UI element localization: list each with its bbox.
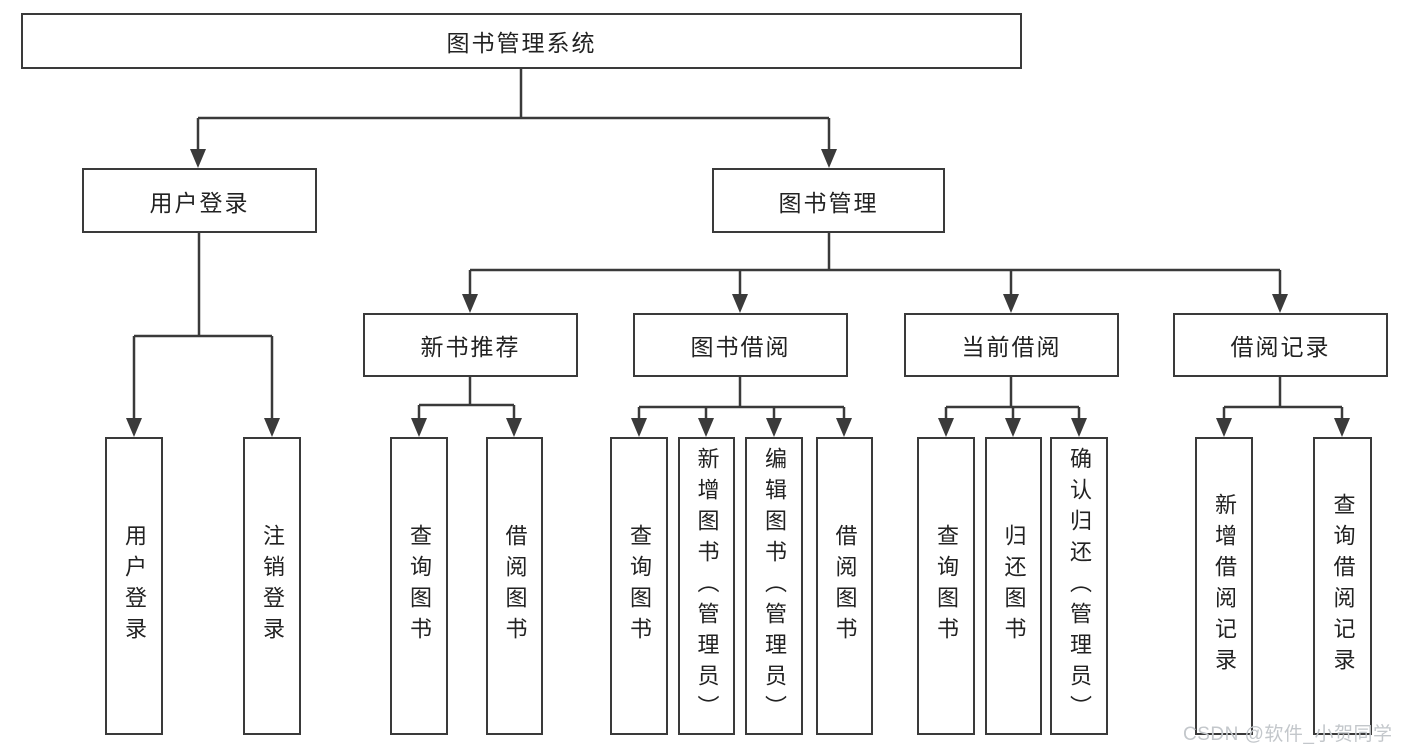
leaf-return-books: 归还图书 (985, 437, 1042, 735)
leaf-borrow-books-recommend: 借阅图书 (486, 437, 543, 735)
node-label: 查询图书 (627, 524, 652, 648)
leaf-edit-books-admin: 编辑图书（管理员） (745, 437, 803, 735)
leaf-query-books-recommend: 查询图书 (390, 437, 448, 735)
leaf-add-books-admin: 新增图书（管理员） (678, 437, 735, 735)
node-label: 借阅图书 (832, 524, 858, 648)
connector-paths (132, 68, 1344, 420)
node-current-borrowing: 当前借阅 (904, 313, 1119, 377)
node-book-borrowing: 图书借阅 (633, 313, 848, 377)
node-label: 归还图书 (1001, 524, 1027, 648)
node-label: 图书管理 (778, 189, 879, 216)
leaf-query-borrow-record: 查询借阅记录 (1313, 437, 1372, 735)
node-label: 新书推荐 (420, 334, 521, 360)
node-label: 借阅图书 (502, 524, 528, 648)
node-new-book-recommendation: 新书推荐 (363, 313, 578, 377)
node-label: 注销登录 (260, 524, 285, 648)
leaf-add-borrow-record: 新增借阅记录 (1195, 437, 1253, 735)
leaf-confirm-return-admin: 确认归还（管理员） (1050, 437, 1108, 735)
leaf-logout: 注销登录 (243, 437, 301, 735)
node-label: 新增图书（管理员） (694, 446, 720, 726)
node-label: 确认归还（管理员） (1067, 446, 1092, 726)
csdn-watermark: CSDN @软件_小贺同学 (1183, 724, 1393, 745)
leaf-query-books-current: 查询图书 (917, 437, 975, 735)
node-label: 图书借阅 (690, 334, 791, 360)
node-label: 新增借阅记录 (1212, 493, 1237, 679)
arrowhead-icons (126, 149, 1350, 437)
node-label: 借阅记录 (1230, 334, 1331, 360)
node-library-management-system: 图书管理系统 (21, 13, 1022, 69)
node-borrowing-records: 借阅记录 (1173, 313, 1388, 377)
node-label: 查询借阅记录 (1330, 493, 1356, 679)
leaf-query-books-borrow: 查询图书 (610, 437, 668, 735)
node-user-login: 用户登录 (82, 168, 317, 233)
node-label: 当前借阅 (961, 334, 1062, 360)
node-label: 用户登录 (149, 189, 250, 216)
node-label: 查询图书 (934, 524, 959, 648)
node-label: 图书管理系统 (446, 30, 597, 56)
node-book-management: 图书管理 (712, 168, 945, 233)
node-label: 编辑图书（管理员） (762, 446, 787, 726)
leaf-user-login: 用户登录 (105, 437, 163, 735)
node-label: 用户登录 (122, 524, 147, 648)
leaf-borrow-books: 借阅图书 (816, 437, 873, 735)
node-label: 查询图书 (407, 524, 432, 648)
